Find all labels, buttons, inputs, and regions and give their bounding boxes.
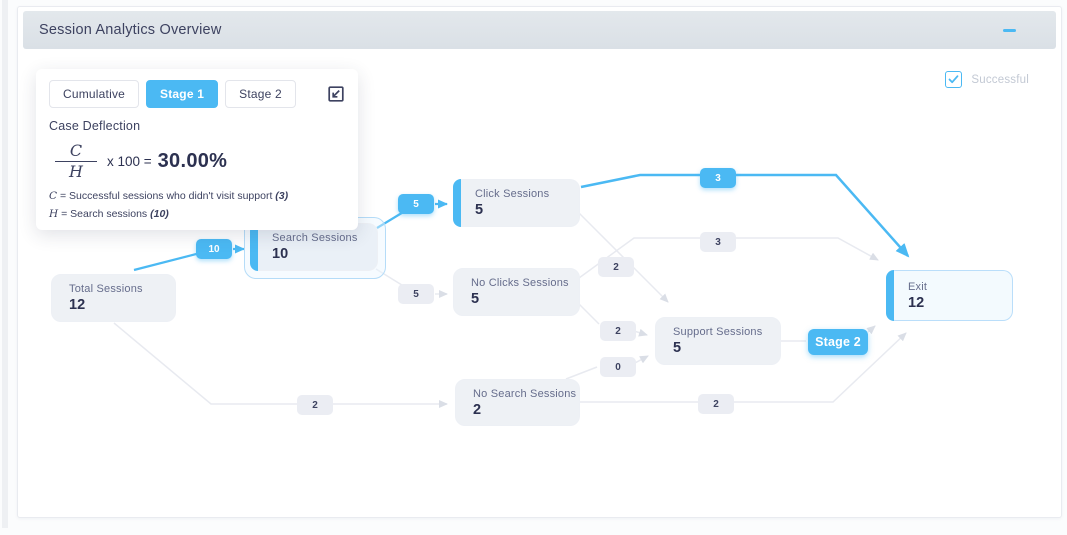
successful-checkbox[interactable] [945, 71, 963, 88]
flow-node-exit[interactable]: Exit 12 [886, 270, 1013, 321]
tab-stage-2[interactable]: Stage 2 [225, 80, 296, 108]
formula-fraction: C H [55, 141, 97, 182]
tab-stage-1[interactable]: Stage 1 [146, 80, 219, 108]
edge-label-click-support: 2 [598, 257, 634, 277]
flow-node-search-sessions[interactable]: Search Sessions 10 [250, 223, 378, 271]
legend-text: = Successful sessions who didn't visit s… [59, 190, 273, 202]
legend-value: (10) [150, 208, 169, 221]
edge-label-total-search: 10 [196, 239, 232, 259]
node-value: 5 [673, 340, 682, 356]
node-value: 12 [908, 294, 925, 311]
stage2-flow-button[interactable]: Stage 2 [808, 329, 868, 355]
metric-title: Case Deflection [49, 119, 141, 133]
edge-label-nosearch-exit: 2 [698, 394, 734, 414]
legend-line-h: H = Search sessions (10) [49, 205, 345, 223]
formula-denominator: H [69, 161, 83, 181]
tab-cumulative[interactable]: Cumulative [49, 80, 140, 108]
edge-label-noclicks-support: 2 [600, 321, 636, 341]
edit-box-arrow-icon [328, 86, 344, 102]
edge-label-click-exit: 3 [700, 168, 736, 188]
page-left-strip [2, 0, 8, 528]
node-label: No Search Sessions [473, 387, 577, 400]
flow-node-no-clicks-sessions[interactable]: No Clicks Sessions 5 [453, 268, 580, 316]
formula: C H x 100 = 30.00% [49, 135, 345, 187]
node-label: Total Sessions [69, 283, 143, 295]
page-title: Session Analytics Overview [39, 22, 222, 38]
edge-label-search-click: 5 [398, 194, 434, 214]
formula-result: 30.00% [157, 149, 228, 172]
legend-symbol: C [49, 190, 58, 202]
formula-numerator: C [55, 141, 97, 162]
case-deflection-panel: Cumulative Stage 1 Stage 2 Case Deflecti… [36, 69, 358, 230]
node-label: Support Sessions [673, 326, 763, 338]
node-value: 5 [471, 291, 480, 307]
legend-value: (3) [275, 190, 289, 202]
edge-label-nosearch-support: 0 [600, 357, 636, 377]
node-label: No Clicks Sessions [471, 277, 569, 289]
legend-symbol: H [49, 208, 59, 221]
node-value: 2 [473, 401, 482, 418]
node-value: 10 [272, 246, 289, 262]
widget-header: Session Analytics Overview [23, 11, 1056, 49]
flow-node-no-search-sessions[interactable]: No Search Sessions 2 [455, 379, 580, 426]
flow-node-click-sessions[interactable]: Click Sessions 5 [453, 179, 580, 227]
check-icon [948, 75, 959, 84]
edit-metric-button[interactable] [327, 85, 345, 103]
node-label: Search Sessions [272, 232, 358, 244]
formula-operation: x 100 = [106, 153, 152, 169]
edge-label-search-noclicks: 5 [398, 284, 434, 304]
node-label: Click Sessions [475, 188, 550, 200]
panel-tabs: Cumulative Stage 1 Stage 2 [49, 80, 345, 108]
minus-icon [1002, 28, 1016, 32]
legend-line-c: C = Successful sessions who didn't visit… [49, 187, 345, 205]
node-label: Exit [908, 280, 928, 293]
flow-node-total-sessions[interactable]: Total Sessions 12 [51, 274, 176, 322]
collapse-button[interactable] [996, 17, 1022, 43]
edge-label-noclicks-exit: 3 [700, 232, 736, 252]
successful-label: Successful [971, 73, 1029, 86]
edge-label-total-nosearch: 2 [297, 395, 333, 415]
node-value: 12 [69, 297, 86, 313]
legend-text: = Search sessions [61, 208, 148, 221]
session-analytics-widget: Session Analytics Overview Successful [17, 6, 1062, 518]
node-value: 5 [475, 202, 484, 218]
successful-filter: Successful [945, 71, 1029, 88]
flow-node-support-sessions[interactable]: Support Sessions 5 [655, 317, 781, 365]
